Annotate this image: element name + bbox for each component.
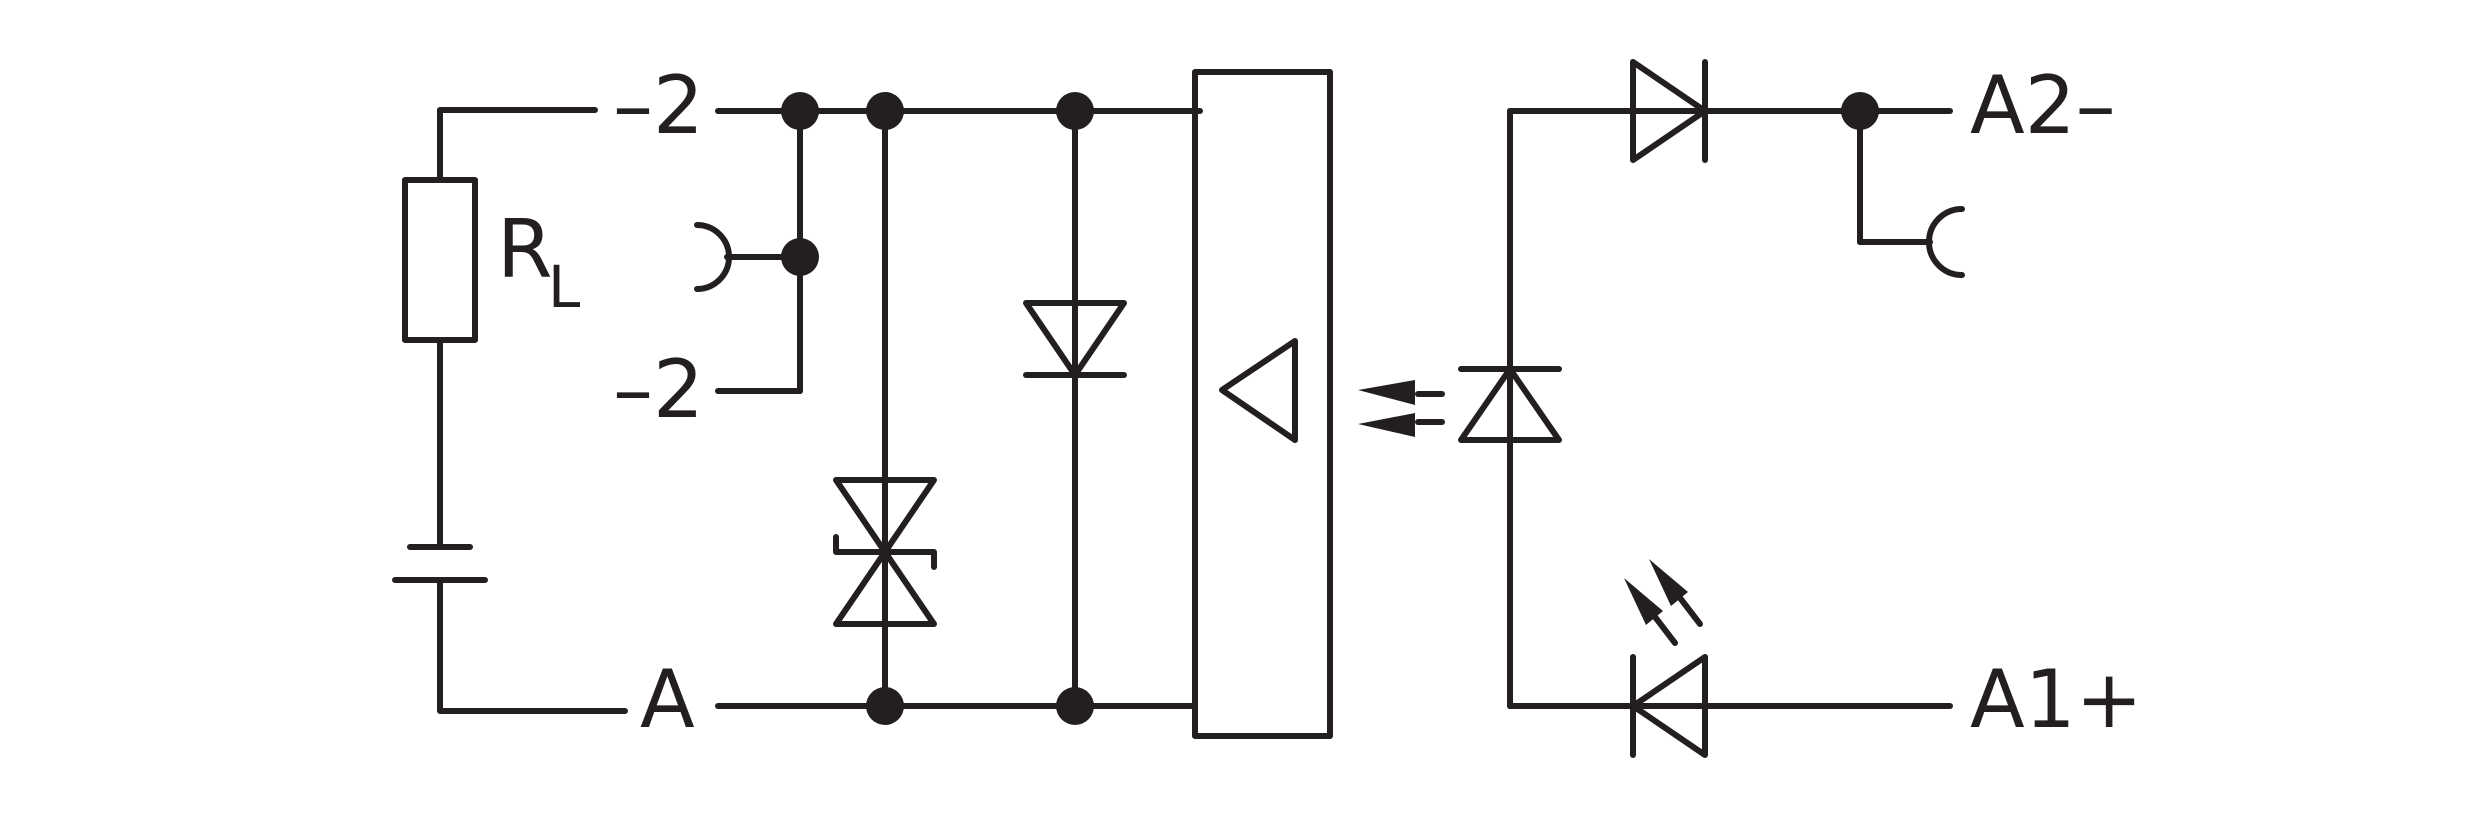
a2-terminal-label: A2– (1970, 59, 2116, 152)
zener-diode (1458, 366, 1562, 443)
junction-dot (1056, 92, 1094, 130)
a2-socket (1926, 206, 1965, 278)
load-resistor-sub-label: L (548, 253, 580, 321)
load-circuit (392, 107, 628, 714)
a1-terminal-label: A1+ (1970, 653, 2143, 746)
junction-dot (1841, 92, 1879, 130)
bidirectional-tvs-diode (833, 108, 937, 709)
status-led (1624, 559, 1708, 758)
top-left-terminal-label: –2 (613, 59, 704, 152)
junction-dot (866, 687, 904, 725)
junction-dot (781, 238, 819, 276)
series-diode (1630, 59, 1708, 163)
load-top-wire (437, 107, 598, 183)
load-resistor-label: R (497, 203, 553, 296)
load-resistor (402, 177, 478, 343)
receiver-triangle-symbol (1219, 338, 1298, 443)
protection-diode (1023, 108, 1127, 709)
input-circuit (1458, 59, 1965, 758)
junction-dot (866, 92, 904, 130)
light-arrows (1358, 380, 1445, 437)
junction-dot (1056, 687, 1094, 725)
bottom-left-terminal-label: A (640, 653, 695, 746)
junction-dot (781, 92, 819, 130)
optocoupler-block (1192, 69, 1333, 739)
output-circuit (694, 92, 1203, 725)
optocoupler-box (1192, 69, 1333, 739)
mid-left-terminal-label: –2 (613, 343, 704, 436)
load-bottom-wire (437, 577, 628, 714)
